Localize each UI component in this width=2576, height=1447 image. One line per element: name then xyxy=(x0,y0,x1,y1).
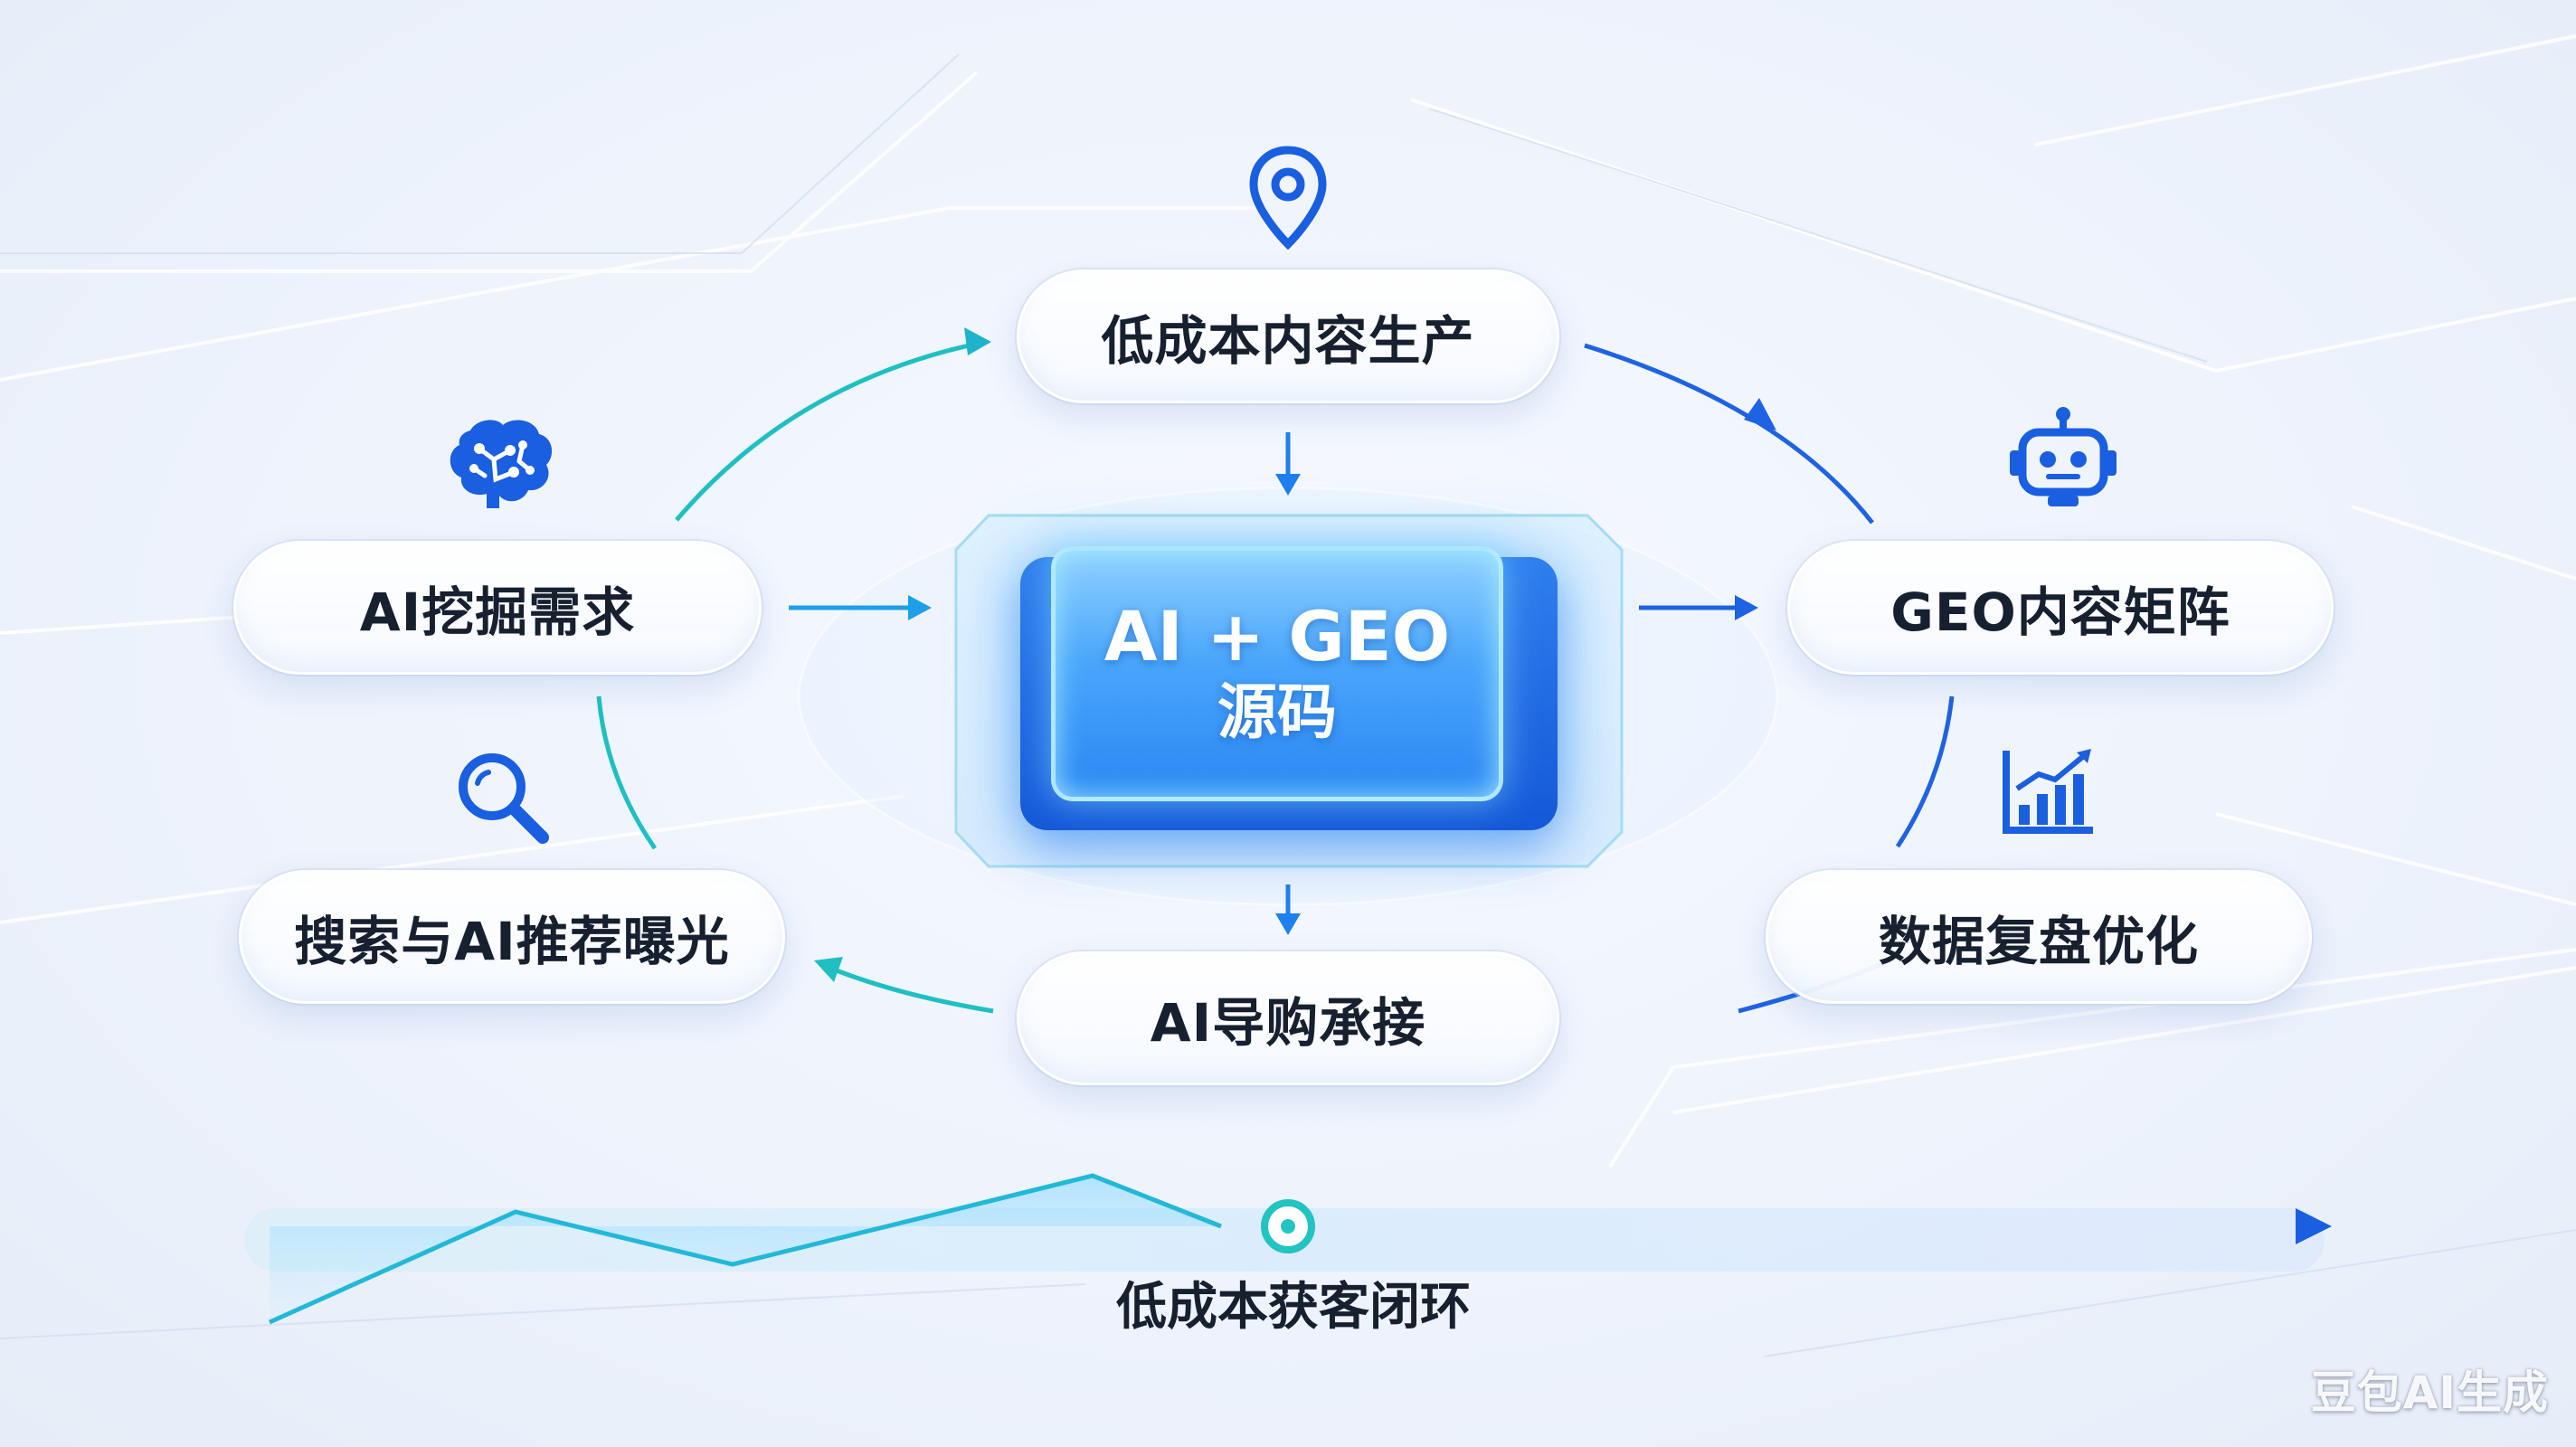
center-plate-border xyxy=(954,514,1624,868)
search-icon xyxy=(459,753,549,844)
node-ai-demand-mining: AI挖掘需求 xyxy=(233,541,762,675)
bar-chart-icon xyxy=(2003,749,2093,834)
arrowhead-top-to-center xyxy=(1275,474,1301,496)
center-subtitle: 源码 xyxy=(1217,676,1337,747)
arrowhead-top-to-right xyxy=(1744,398,1776,430)
node-ai-shopping-guide-label: AI导购承接 xyxy=(1150,992,1426,1054)
node-data-review: 数据复盘优化 xyxy=(1766,870,2312,1004)
arrowhead-center-to-right xyxy=(1735,595,1758,620)
arrowhead-bottom-to-search xyxy=(814,957,843,982)
node-data-review-label: 数据复盘优化 xyxy=(1878,911,2199,972)
node-ai-shopping-guide: AI导购承接 xyxy=(1017,951,1559,1085)
watermark: 豆包AI生成 xyxy=(2310,1367,2549,1419)
location-pin-icon xyxy=(1249,146,1327,250)
node-content-production: 低成本内容生产 xyxy=(1017,270,1559,403)
arc-search-to-left xyxy=(596,695,658,850)
node-content-production-label: 低成本内容生产 xyxy=(1101,310,1475,372)
timeline-label: 低成本获客闭环 xyxy=(1116,1278,1471,1337)
node-geo-content-matrix: GEO内容矩阵 xyxy=(1787,541,2334,675)
center-chip: AI + GEO 源码 xyxy=(1051,546,1503,801)
brain-icon xyxy=(450,420,553,508)
node-search-ai-exposure-label: 搜索与AI推荐曝光 xyxy=(294,911,730,972)
center-title: AI + GEO xyxy=(1103,596,1451,677)
node-search-ai-exposure: 搜索与AI推荐曝光 xyxy=(239,870,785,1004)
arrow-bottom-to-search xyxy=(824,963,994,1014)
arrow-left-to-top xyxy=(675,339,987,522)
arrow-top-to-right xyxy=(1584,343,1874,525)
arc-right-to-data xyxy=(1895,695,1955,848)
arrowhead-center-to-bottom xyxy=(1275,913,1301,935)
node-geo-content-matrix-label: GEO内容矩阵 xyxy=(1890,582,2230,643)
node-ai-demand-mining-label: AI挖掘需求 xyxy=(359,582,636,643)
timeline-trend xyxy=(268,1173,1222,1325)
timeline-area xyxy=(270,1176,1221,1322)
robot-icon xyxy=(2010,407,2117,506)
arrowhead-left-to-top xyxy=(964,327,991,355)
timeline-arrowhead xyxy=(2296,1208,2332,1244)
arrowhead-left-to-center xyxy=(908,595,932,620)
